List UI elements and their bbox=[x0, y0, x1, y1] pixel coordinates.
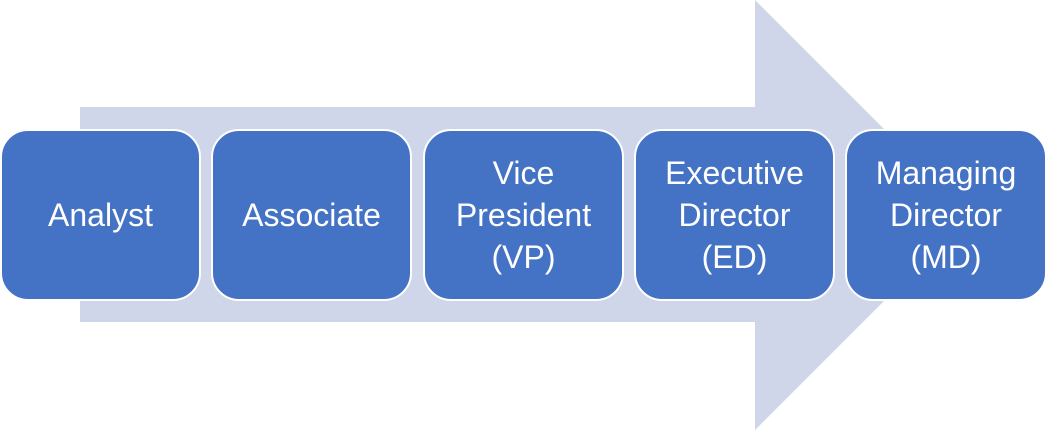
step-vice-president: Vice President (VP) bbox=[423, 129, 624, 301]
step-label-associate: Associate bbox=[242, 197, 381, 233]
step-label-managing-director: Managing Director (MD) bbox=[875, 155, 1017, 275]
step-executive-director: Executive Director (ED) bbox=[634, 129, 835, 301]
step-label-executive-director: Executive Director (ED) bbox=[665, 155, 804, 275]
step-associate: Associate bbox=[211, 129, 412, 301]
step-analyst: Analyst bbox=[0, 129, 201, 301]
step-label-vice-president: Vice President (VP) bbox=[455, 155, 592, 275]
step-managing-director: Managing Director (MD) bbox=[845, 129, 1047, 301]
step-label-analyst: Analyst bbox=[48, 197, 153, 233]
